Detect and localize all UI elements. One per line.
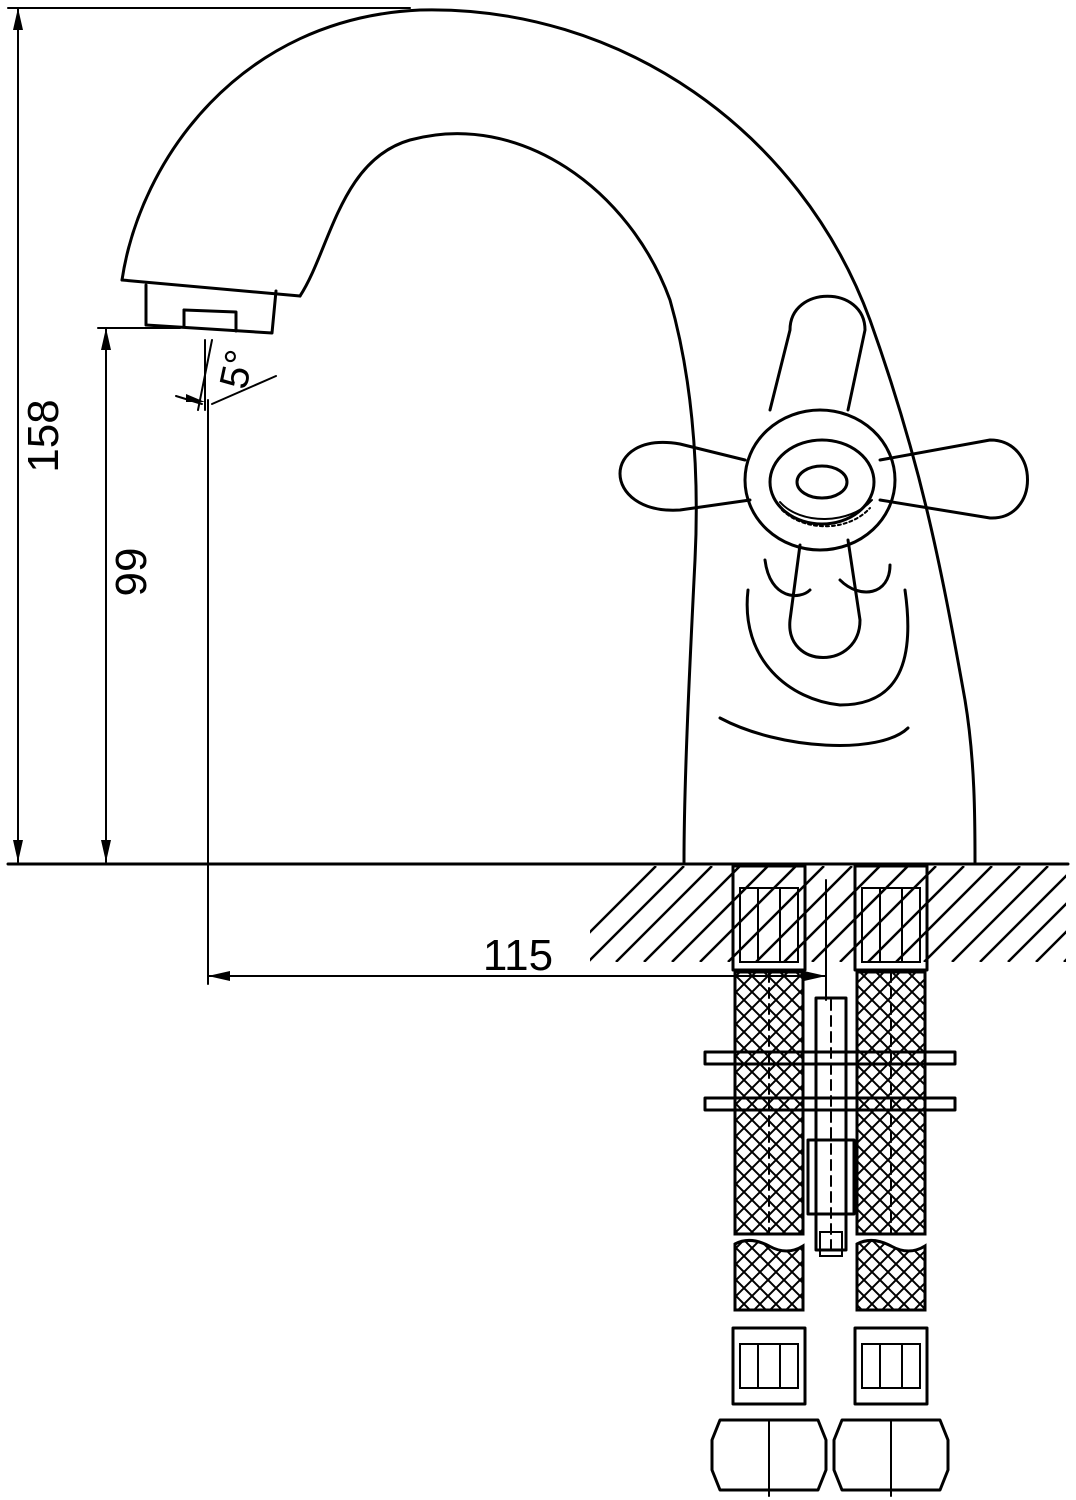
dimension-label-158: 158 [19, 399, 68, 472]
supply-hose-left [710, 864, 828, 1497]
dimension-label-115: 115 [483, 931, 553, 980]
supply-hose-right [832, 864, 950, 1497]
hatch-line [590, 866, 657, 934]
dimension-99: 99 [97, 327, 181, 863]
dimension-label-99: 99 [107, 548, 156, 597]
hatch-line [1063, 958, 1066, 962]
dimension-label-5deg: 5° [212, 346, 263, 393]
hatch-line [867, 866, 965, 962]
hatch-line [951, 866, 1049, 962]
hatch-line [671, 866, 769, 962]
hatch-line [979, 874, 1066, 962]
dimension-158: 158 [7, 7, 411, 863]
hatch-line [783, 866, 881, 962]
hatch-line [923, 866, 1021, 962]
mounting-deck [6, 862, 1070, 962]
faucet-body [120, 8, 977, 864]
hatch-line [1035, 930, 1066, 962]
hatch-line [615, 866, 713, 962]
hatch-line [811, 866, 909, 962]
hatch-line [643, 866, 741, 962]
mounting-stud [703, 879, 957, 1257]
dimension-angle-5: 5° [175, 339, 277, 411]
hatch-line [1007, 902, 1066, 962]
hatch-line [699, 866, 797, 962]
hatch-line [590, 866, 685, 962]
cross-handle [618, 294, 1029, 659]
hatch-line [895, 866, 993, 962]
dimension-115: 115 [207, 399, 827, 985]
deck-hatching [590, 866, 1066, 962]
hatch-line [727, 866, 825, 962]
